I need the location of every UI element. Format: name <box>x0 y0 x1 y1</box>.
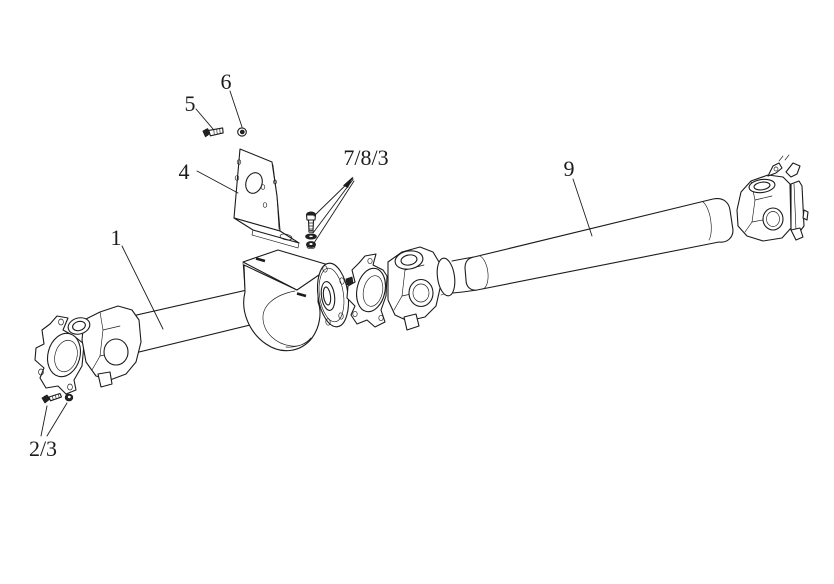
callout-7-8-3-label: 7/8/3 <box>343 145 388 170</box>
rear-shaft-rear-joint <box>736 154 809 242</box>
bracket-face <box>233 148 281 232</box>
center-bearing-support <box>242 249 333 352</box>
callout-9-label: 9 <box>564 156 575 181</box>
front-shaft-assembly <box>34 249 354 395</box>
yoke-plate-holes <box>38 318 73 391</box>
leader-6 <box>229 90 243 128</box>
callout-4-label: 4 <box>179 159 190 184</box>
bearing-cap <box>67 317 91 335</box>
callout-labels: 1 5 6 4 7/8/3 9 2/3 <box>29 69 575 461</box>
leader-1 <box>121 245 164 330</box>
rear-bearing-cup-bore <box>408 278 434 308</box>
flange-fasteners-2-3 <box>41 392 74 404</box>
bolt-part7 <box>305 211 317 233</box>
front-universal-joint <box>34 305 142 395</box>
washer-part8 <box>305 233 317 240</box>
plate-slot <box>255 257 266 263</box>
leader-9 <box>572 178 593 237</box>
plate-slot <box>296 292 307 298</box>
rear-yoke-ring-opening <box>356 267 386 313</box>
leader-4 <box>196 170 239 194</box>
mounting-bracket <box>233 148 300 249</box>
callout-6-label: 6 <box>221 69 232 94</box>
rear-bearing-cap <box>394 250 424 270</box>
bracket-foot-slot <box>279 233 293 241</box>
bracket-nut-part6 <box>237 127 247 137</box>
leader-7-8-3 <box>312 176 355 244</box>
callout-2-3-label: 2/3 <box>29 436 57 461</box>
bearing-cup-bore <box>103 338 129 366</box>
leader-5 <box>195 108 214 130</box>
rear-yoke-lower-lug <box>403 313 420 331</box>
bracket-bolt-part5 <box>202 127 224 138</box>
rear-shaft-assembly <box>346 154 809 331</box>
leader-lines <box>40 90 593 437</box>
bolt-part2 <box>41 392 63 404</box>
rear-shaft-tube <box>464 198 734 291</box>
nut-part3 <box>305 241 316 250</box>
nut-part3b <box>64 392 74 402</box>
support-fasteners-7-8-3 <box>305 211 317 250</box>
tube-collar <box>436 257 456 297</box>
flange-hub <box>320 281 336 311</box>
rear-yoke-plate-holes <box>352 257 384 322</box>
flange-bolt-holes <box>322 265 345 326</box>
callout-1-label: 1 <box>111 225 122 250</box>
rear-joint-bore <box>762 207 784 231</box>
rear-shaft-tube-group <box>436 198 734 297</box>
bracket-small-holes <box>234 159 277 208</box>
rear-joint-flange-plate <box>790 180 805 235</box>
yoke-lower-lug <box>97 371 113 388</box>
callout-5-label: 5 <box>185 91 196 116</box>
rear-joint-lugs <box>767 154 809 241</box>
rear-shaft-front-joint <box>346 246 442 331</box>
leader-2-3 <box>40 402 68 437</box>
